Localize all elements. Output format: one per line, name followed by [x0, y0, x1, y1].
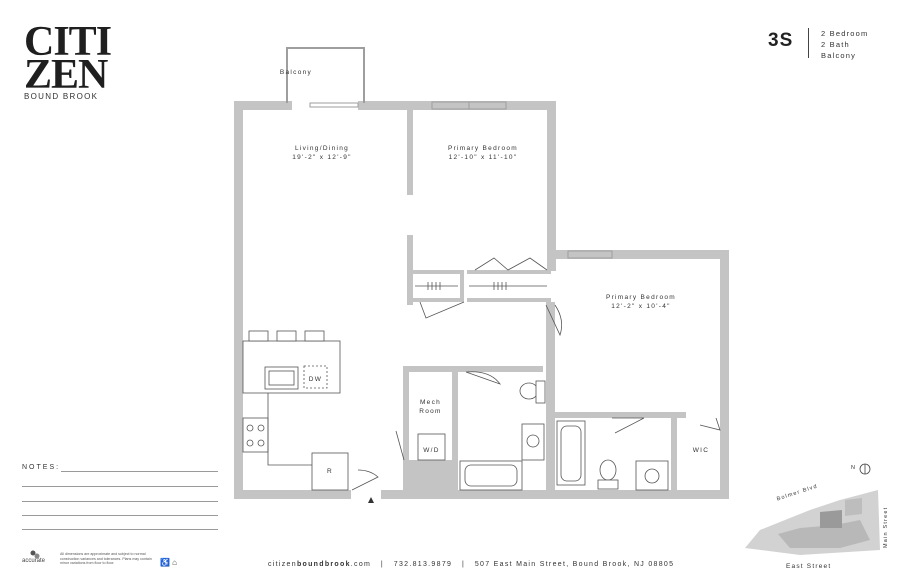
room-primary-1-dim: 12'-10" x 11'-10" — [448, 154, 518, 161]
unit-baths: 2 Bath — [821, 40, 850, 49]
room-mech-line2: Room — [419, 408, 442, 415]
notes-label: NOTES: — [22, 464, 61, 471]
plan-kitchen — [242, 330, 349, 491]
unit-details: 2 Bedroom 2 Bath Balcony — [821, 28, 869, 61]
unit-balcony: Balcony — [821, 51, 857, 60]
map-north-label: N — [851, 465, 857, 471]
footer-site-bold: boundbrook — [296, 561, 351, 568]
footer-phone: 732.813.9879 — [393, 561, 453, 568]
note-line — [22, 515, 218, 516]
footer: citizenboundbrook.com | 732.813.9879 | 5… — [268, 561, 674, 568]
plan-closets — [415, 257, 548, 319]
room-dishwasher: DW — [308, 376, 323, 383]
logo-line-2: ZEN — [24, 52, 108, 98]
room-primary-1-name: Primary Bedroom — [447, 145, 519, 152]
room-primary-2-name: Primary Bedroom — [605, 294, 677, 301]
site-map — [745, 463, 880, 555]
room-washer-dryer: W/D — [423, 447, 440, 454]
entry-arrow-icon — [368, 497, 374, 503]
plan-baths — [417, 380, 669, 491]
room-living-name: Living/Dining — [294, 145, 350, 152]
plan-walls — [234, 47, 729, 499]
room-refrigerator: R — [327, 468, 333, 475]
room-wic: WIC — [692, 447, 710, 454]
accessibility-icon: ♿ ⌂ — [160, 558, 178, 567]
footer-site-post: .com — [350, 561, 372, 568]
unit-divider — [808, 28, 809, 58]
accurate-label: accurate — [22, 558, 46, 564]
logo-subtitle: BOUND BROOK — [24, 92, 99, 101]
note-line — [22, 486, 218, 487]
note-line — [61, 471, 218, 472]
note-line — [22, 501, 218, 502]
logo-line-1: CITI — [24, 19, 112, 65]
room-mech: Mech Room — [409, 398, 452, 416]
room-primary-bedroom-2: Primary Bedroom 12'-2" x 10'-4" — [581, 293, 701, 311]
disclaimer: All dimensions are approximate and subje… — [60, 552, 152, 566]
unit-code: 3S — [768, 30, 794, 51]
room-mech-line1: Mech — [419, 399, 442, 406]
note-line — [22, 529, 218, 530]
footer-address: 507 East Main Street, Bound Brook, NJ 08… — [474, 561, 675, 568]
room-living-dim: 19'-2" x 12'-9" — [292, 154, 352, 161]
room-living: Living/Dining 19'-2" x 12'-9" — [262, 144, 382, 162]
map-street-main: Main Street — [883, 506, 889, 548]
room-primary-bedroom-1: Primary Bedroom 12'-10" x 11'-10" — [423, 144, 543, 162]
footer-sep-1: | — [380, 561, 385, 568]
room-balcony: Balcony — [279, 69, 313, 76]
plan-windows — [309, 101, 613, 259]
footer-sep-2: | — [461, 561, 466, 568]
map-street-east: East Street — [786, 563, 832, 570]
accurate-logo-icon — [30, 547, 40, 559]
footer-site-pre: citizen — [268, 561, 297, 568]
plan-doors — [351, 304, 721, 491]
logo: CITI ZEN — [24, 19, 112, 98]
room-primary-2-dim: 12'-2" x 10'-4" — [611, 303, 671, 310]
unit-bedrooms: 2 Bedroom — [821, 29, 869, 38]
